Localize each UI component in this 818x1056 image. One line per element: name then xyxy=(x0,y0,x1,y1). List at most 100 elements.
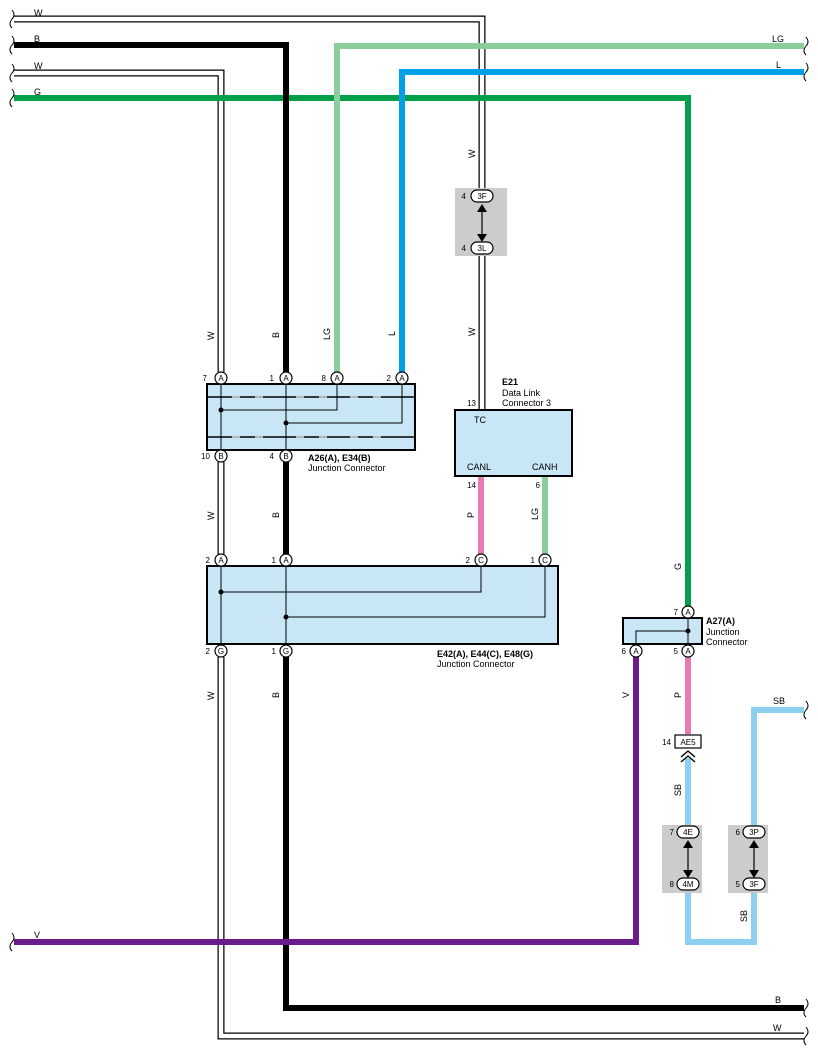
e44-pin-2c-num: 2 xyxy=(466,556,471,565)
label-wire-g-top: G xyxy=(34,87,41,97)
e21-name: E21 xyxy=(502,377,518,387)
e44-pin-2c-code: C xyxy=(478,556,484,565)
inline-ae5-code: AE5 xyxy=(680,738,696,747)
e48-pin-1g: G 1 xyxy=(272,644,293,658)
label-wire-w-bottom: W xyxy=(773,1023,782,1033)
a27-desc2: Connector xyxy=(706,637,748,647)
label-wire-w-top-2: W xyxy=(34,61,43,71)
inline-3l-code: 3L xyxy=(478,244,487,253)
e44-pin-1c-num: 1 xyxy=(531,556,536,565)
e21-desc2: Connector 3 xyxy=(502,398,551,408)
label-wire-l-right: L xyxy=(776,60,781,70)
e21-pin-canh-num: 6 xyxy=(536,481,541,490)
a26-pin-4-num: 4 xyxy=(270,452,275,461)
inline-3p-code: 3P xyxy=(749,828,759,837)
vlabel-mid-w: W xyxy=(206,511,216,520)
connector-a27: A 7 A 6 A 5 A27(A) Junction Connector xyxy=(622,605,748,658)
wire-w-top-1-fill xyxy=(14,16,485,190)
vlabel-a27-p: P xyxy=(673,692,683,698)
inline-4e-code: 4E xyxy=(683,828,693,837)
wire-l xyxy=(399,69,804,372)
wire-v xyxy=(14,656,639,945)
e48-pin-2g-code: G xyxy=(218,647,224,656)
a26-pin-8: A 8 xyxy=(322,371,344,385)
vlabel-low-w: W xyxy=(206,691,216,700)
a26-pin-1-num: 1 xyxy=(270,374,275,383)
inline-4m-code: 4M xyxy=(682,880,693,889)
a27-pin-6: A 6 xyxy=(622,644,643,658)
vlabel-e21-p: P xyxy=(466,512,476,518)
inline-3f-num: 4 xyxy=(462,192,467,201)
inline-4e-num: 7 xyxy=(670,828,675,837)
inline-3f-code: 3F xyxy=(477,192,486,201)
connector-a26-e34: A 7 A 1 A 8 A 2 B 10 B 4 A26(A), E3 xyxy=(201,371,416,473)
e42-pin-1a-code: A xyxy=(283,556,289,565)
label-wire-v-left: V xyxy=(34,930,40,940)
a26-pin-7: A 7 xyxy=(203,371,228,385)
e21-pin-canl-num: 14 xyxy=(467,481,476,490)
vlabel-mid-b: B xyxy=(271,512,281,518)
a27-pin-6-code: A xyxy=(633,647,639,656)
right-break-marks xyxy=(803,36,809,1046)
a26-pin-7-code: A xyxy=(218,374,224,383)
vlabel-sb-left: SB xyxy=(673,784,683,796)
wire-g xyxy=(14,95,691,606)
vlabel-g-a27: G xyxy=(673,563,683,570)
inline-connector-4e-4m: 4E 7 4M 8 xyxy=(662,825,702,893)
wires xyxy=(14,15,804,1040)
inline-connector-3p-3f: 3P 6 3F 5 xyxy=(728,825,768,893)
inline-4m-num: 8 xyxy=(670,880,675,889)
a26-pin-7-num: 7 xyxy=(203,374,208,383)
wire-w-bottom xyxy=(217,657,804,1040)
vlabel-e21-w: W xyxy=(467,327,477,336)
vlabel-e21-lg: LG xyxy=(530,508,540,520)
wire-w-top-2-fill xyxy=(14,70,224,372)
a27-pin-7-code: A xyxy=(685,608,691,617)
a26-pin-8-num: 8 xyxy=(322,374,327,383)
a26-name: A26(A), E34(B) xyxy=(308,453,371,463)
inline-connector-3f-3l: 3F 4 3L 4 xyxy=(455,188,507,256)
vlabel-low-v: V xyxy=(621,692,631,698)
a26-pin-10-code: B xyxy=(218,452,223,461)
e44-pin-1c: C 1 xyxy=(531,553,552,567)
wire-sb-loop xyxy=(685,890,757,945)
a26-pin-10: B 10 xyxy=(201,449,228,463)
e42-pin-1a: A 1 xyxy=(272,553,293,567)
a27-pin-5-num: 5 xyxy=(674,647,679,656)
vlabel-a26-b: B xyxy=(271,332,281,338)
e21-tc-label: TC xyxy=(474,415,486,425)
a26-pin-10-num: 10 xyxy=(201,452,210,461)
label-wire-b-top: B xyxy=(34,34,40,44)
e42-pin-2a: A 2 xyxy=(206,553,228,567)
label-wire-w-top: W xyxy=(34,8,43,18)
a26-desc: Junction Connector xyxy=(308,463,386,473)
a26-pin-1: A 1 xyxy=(270,371,293,385)
wire-b-top xyxy=(14,42,289,372)
vlabel-sb-bottom: SB xyxy=(739,910,749,922)
wire-lg xyxy=(334,43,804,372)
vlabel-a26-w: W xyxy=(206,331,216,340)
a26-pin-2-num: 2 xyxy=(387,374,392,383)
e42-desc: Junction Connector xyxy=(437,659,515,669)
left-break-marks xyxy=(9,9,15,952)
inline-3l-num: 4 xyxy=(462,244,467,253)
e42-name: E42(A), E44(C), E48(G) xyxy=(437,649,533,659)
inline-3p-num: 6 xyxy=(736,828,741,837)
a27-pin-5: A 5 xyxy=(674,644,695,658)
e48-pin-1g-code: G xyxy=(283,647,289,656)
a27-pin-7: A 7 xyxy=(674,605,695,619)
wire-b-bottom xyxy=(283,657,804,1011)
e21-pin-tc-num: 13 xyxy=(467,399,476,408)
a26-pin-1-code: A xyxy=(283,374,289,383)
e21-canl-label: CANL xyxy=(467,462,491,472)
a27-pin-5-code: A xyxy=(685,647,691,656)
inline-connector-ae5: AE5 14 xyxy=(662,734,702,763)
wire-sb-right xyxy=(751,707,804,826)
a27-pin-7-num: 7 xyxy=(674,608,679,617)
a27-pin-6-num: 6 xyxy=(622,647,627,656)
vlabel-a26-lg: LG xyxy=(322,328,332,340)
inline-3f-b-code: 3F xyxy=(749,880,758,889)
connector-e21: E21 Data Link Connector 3 13 TC CANL CAN… xyxy=(454,377,573,490)
wire-w-top-2 xyxy=(14,69,225,372)
